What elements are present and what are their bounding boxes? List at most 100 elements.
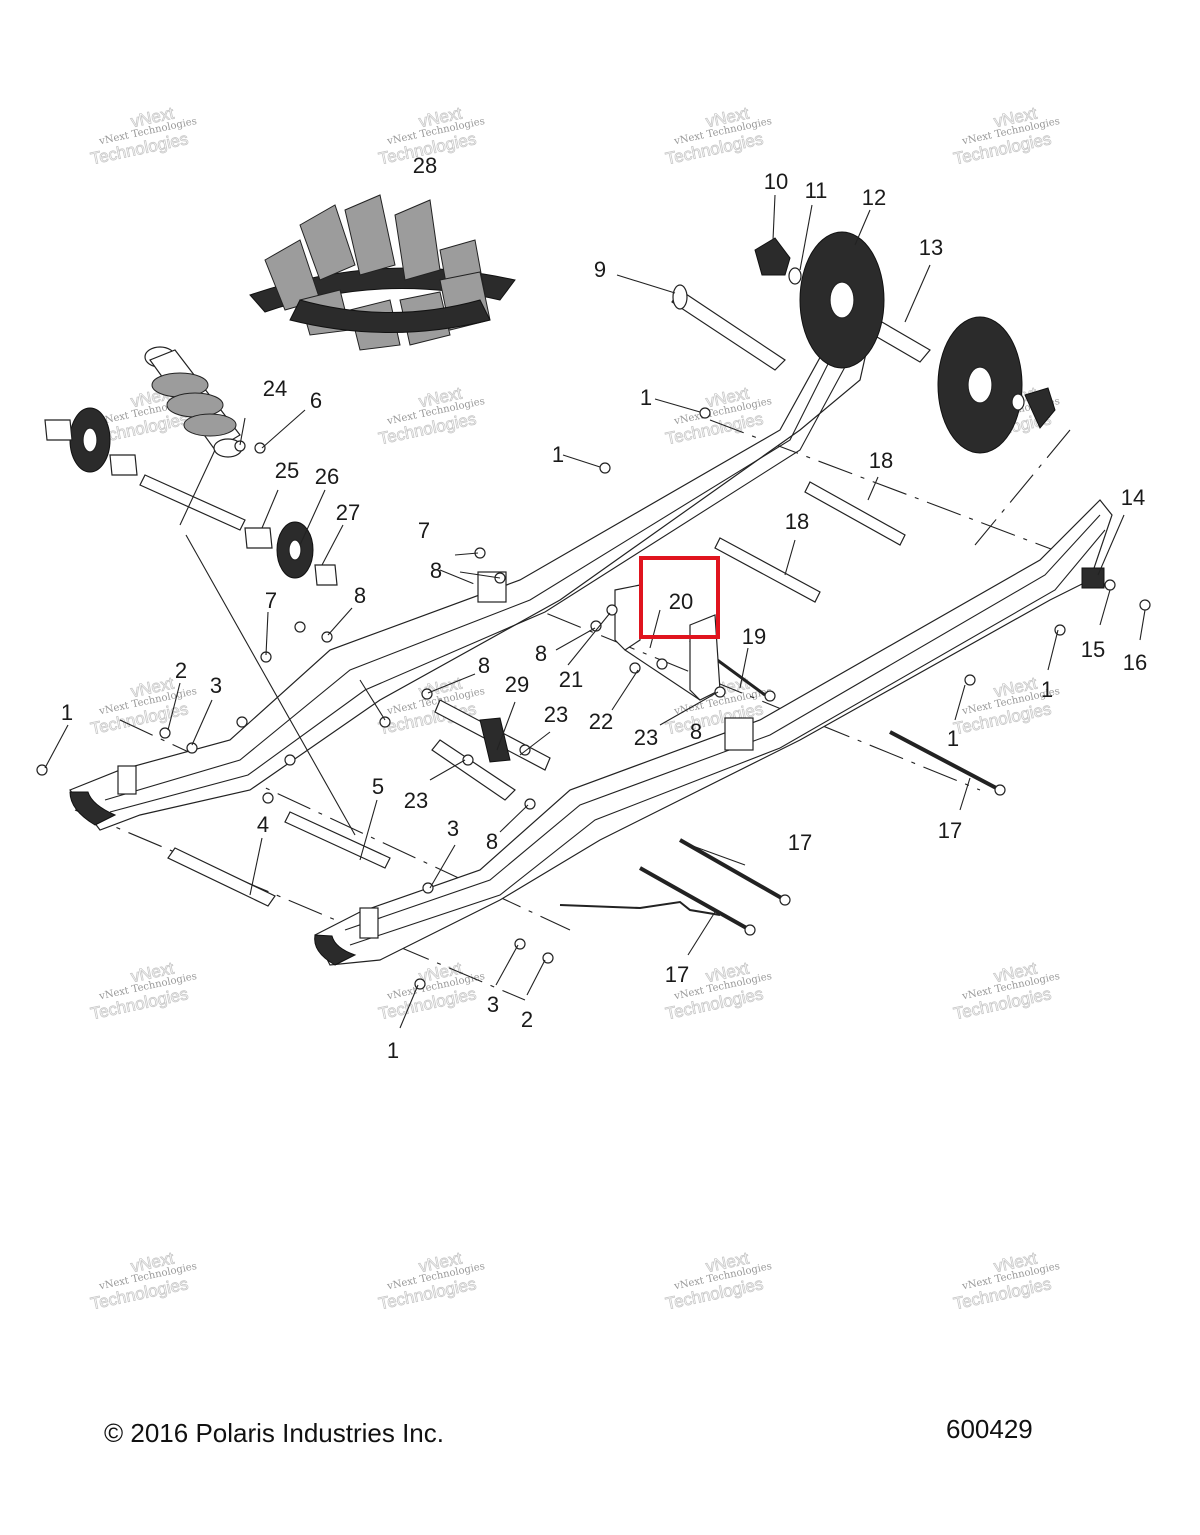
callout-8: 8 bbox=[430, 558, 442, 583]
callout-15: 15 bbox=[1081, 637, 1105, 662]
hardware-part bbox=[236, 716, 248, 728]
callout-24: 24 bbox=[263, 376, 287, 401]
hardware-part bbox=[1139, 599, 1151, 611]
callout-18: 18 bbox=[785, 509, 809, 534]
hardware-part bbox=[1104, 579, 1116, 591]
callout-28: 28 bbox=[413, 153, 437, 178]
hardware-part bbox=[321, 631, 333, 643]
hardware-part bbox=[1054, 624, 1066, 636]
callout-3: 3 bbox=[487, 992, 499, 1017]
callout-17: 17 bbox=[938, 818, 962, 843]
callout-6: 6 bbox=[310, 388, 322, 413]
hardware-part bbox=[234, 440, 246, 452]
hardware-part bbox=[254, 442, 266, 454]
callout-3: 3 bbox=[210, 673, 222, 698]
callout-12: 12 bbox=[862, 185, 886, 210]
callout-11: 11 bbox=[805, 178, 828, 203]
callout-1: 1 bbox=[552, 442, 564, 467]
left-rail bbox=[69, 284, 879, 831]
callout-4: 4 bbox=[257, 812, 269, 837]
callout-23: 23 bbox=[634, 725, 658, 750]
hardware-part bbox=[714, 686, 726, 698]
callout-8: 8 bbox=[535, 641, 547, 666]
callout-26: 26 bbox=[315, 464, 339, 489]
callout-21: 21 bbox=[559, 667, 583, 692]
assembly-lines bbox=[74, 419, 1081, 1001]
hardware-part bbox=[294, 621, 306, 633]
hardware-part bbox=[159, 727, 171, 739]
callout-23: 23 bbox=[544, 702, 568, 727]
hardware-part bbox=[262, 792, 274, 804]
callout-8: 8 bbox=[354, 583, 366, 608]
callout-8: 8 bbox=[690, 719, 702, 744]
hardware-part bbox=[186, 742, 198, 754]
hardware-part bbox=[606, 604, 618, 616]
rear-shock-spring bbox=[144, 346, 243, 458]
callout-7: 7 bbox=[265, 588, 277, 613]
callout-1: 1 bbox=[640, 385, 652, 410]
bushings bbox=[44, 419, 1105, 763]
callout-17: 17 bbox=[665, 962, 689, 987]
callout-3: 3 bbox=[447, 816, 459, 841]
callout-13: 13 bbox=[919, 235, 943, 260]
hardware-part bbox=[964, 674, 976, 686]
shock-bracket-20 bbox=[614, 584, 721, 701]
callout-2: 2 bbox=[175, 658, 187, 683]
callout-2: 2 bbox=[521, 1007, 533, 1032]
callout-10: 10 bbox=[764, 169, 788, 194]
callout-labels: 1 1 1 1 1 1 2 2 3 3 3 4 5 6 7 7 8 8 8 8 … bbox=[61, 153, 1147, 1063]
hardware-part bbox=[422, 882, 434, 894]
hardware-part bbox=[36, 764, 48, 776]
right-rail bbox=[314, 499, 1113, 966]
hardware-part bbox=[994, 784, 1006, 796]
callout-16: 16 bbox=[1123, 650, 1147, 675]
hardware-part bbox=[284, 754, 296, 766]
callout-8: 8 bbox=[478, 653, 490, 678]
callout-18: 18 bbox=[869, 448, 893, 473]
small-hardware bbox=[36, 407, 1151, 990]
hardware-part bbox=[379, 716, 391, 728]
hardware-part bbox=[779, 894, 791, 906]
hardware-part bbox=[656, 658, 668, 670]
callout-5: 5 bbox=[372, 774, 384, 799]
hardware-part bbox=[542, 952, 554, 964]
callout-1: 1 bbox=[61, 700, 73, 725]
hardware-part bbox=[524, 798, 536, 810]
callout-23: 23 bbox=[404, 788, 428, 813]
callout-19: 19 bbox=[742, 624, 766, 649]
copyright-text: © 2016 Polaris Industries Inc. bbox=[104, 1418, 444, 1448]
hardware-part bbox=[421, 688, 433, 700]
callout-20: 20 bbox=[669, 589, 693, 614]
leader-lines bbox=[44, 194, 1146, 1029]
callout-7: 7 bbox=[418, 518, 430, 543]
track-clips-28 bbox=[249, 194, 516, 351]
callout-1: 1 bbox=[387, 1038, 399, 1063]
callout-25: 25 bbox=[275, 458, 299, 483]
callout-27: 27 bbox=[336, 500, 360, 525]
hardware-part bbox=[764, 690, 776, 702]
callout-22: 22 bbox=[589, 709, 613, 734]
highlight-callout-20: 20 bbox=[639, 556, 720, 639]
hardware-part bbox=[744, 924, 756, 936]
callout-29: 29 bbox=[505, 672, 529, 697]
diagram-id: 600429 bbox=[946, 1414, 1033, 1444]
hardware-part bbox=[629, 662, 641, 674]
hardware-part bbox=[599, 462, 611, 474]
callout-1: 1 bbox=[1041, 677, 1053, 702]
callout-1: 1 bbox=[947, 726, 959, 751]
highlight-box bbox=[639, 556, 720, 639]
hardware-part bbox=[462, 754, 474, 766]
callout-14: 14 bbox=[1121, 485, 1145, 510]
